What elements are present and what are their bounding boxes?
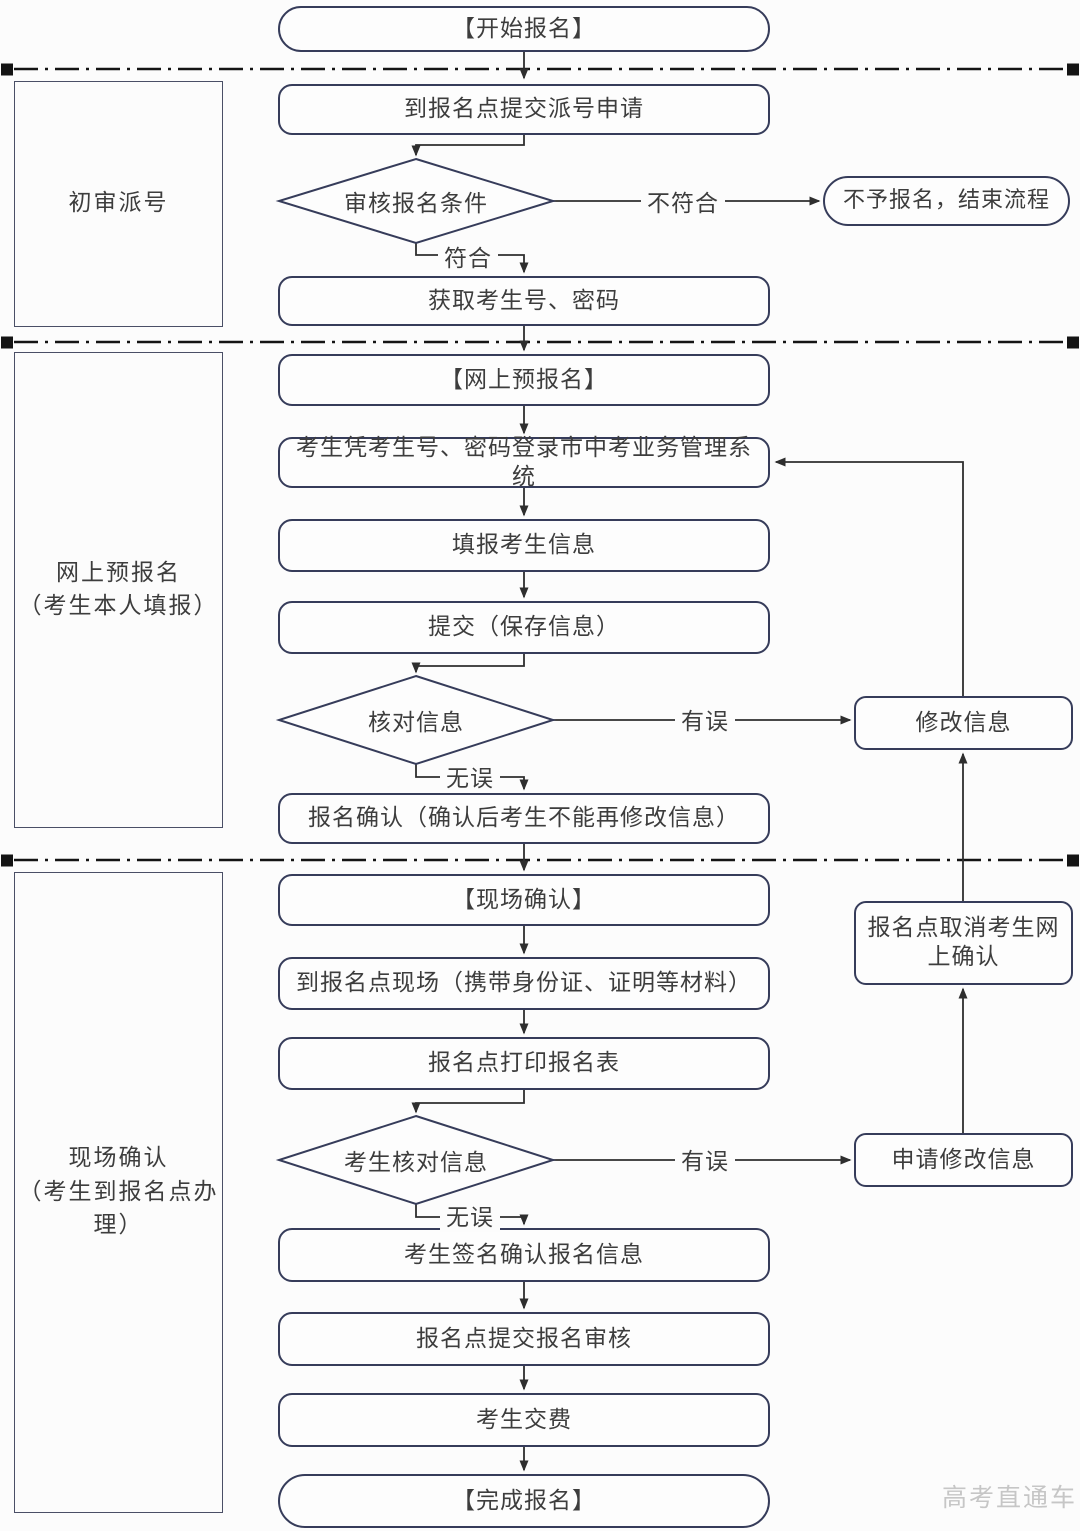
edge-print-to-studentcheck bbox=[411, 1090, 525, 1114]
edge-label-not-qualified: 不符合 bbox=[641, 184, 725, 218]
lane-initial-review: 初审派号 bbox=[14, 81, 223, 327]
lane-online-preregistration: 网上预报名 （考生本人填报） bbox=[14, 352, 223, 828]
diamond-check-info-label: 核对信息 bbox=[368, 710, 464, 736]
edge-label-qualified: 符合 bbox=[438, 239, 498, 273]
edge-submitsave-to-checkinfo bbox=[411, 654, 525, 674]
node-get-credentials: 获取考生号、密码 bbox=[278, 276, 770, 326]
lane-separator-1 bbox=[1, 63, 1079, 76]
node-start: 【开始报名】 bbox=[278, 6, 770, 52]
edge-label-no-error-online: 无误 bbox=[440, 759, 500, 793]
node-cancel-online: 报名点取消考生网上确认 bbox=[854, 901, 1073, 985]
node-online-pre-title: 【网上预报名】 bbox=[278, 354, 770, 406]
diamond-review-conditions bbox=[275, 157, 557, 245]
lane-onsite-confirmation: 现场确认 （考生到报名点办 理） bbox=[14, 872, 223, 1513]
lane-separator-2 bbox=[1, 336, 1079, 349]
node-no-register: 不予报名，结束流程 bbox=[823, 176, 1070, 226]
node-print-form: 报名点打印报名表 bbox=[278, 1037, 770, 1090]
edge-label-no-error-onsite: 无误 bbox=[440, 1198, 500, 1232]
diamond-check-info bbox=[275, 674, 557, 766]
edge-submit-to-review bbox=[411, 135, 525, 157]
node-onsite-arrive: 到报名点现场（携带身份证、证明等材料） bbox=[278, 957, 770, 1010]
node-fill-info: 填报考生信息 bbox=[278, 519, 770, 572]
node-apply-modify: 申请修改信息 bbox=[854, 1133, 1073, 1187]
lane-initial-review-label: 初审派号 bbox=[68, 190, 169, 217]
watermark-text: 高考直通车 bbox=[942, 1483, 1078, 1512]
lane-onsite-confirmation-label: 现场确认 （考生到报名点办 理） bbox=[18, 1145, 219, 1239]
node-submit-review: 报名点提交报名审核 bbox=[278, 1312, 770, 1366]
edge-label-has-error-online: 有误 bbox=[675, 702, 735, 736]
node-onsite-title: 【现场确认】 bbox=[278, 874, 770, 926]
node-finish: 【完成报名】 bbox=[278, 1474, 770, 1528]
lane-separator-3 bbox=[1, 854, 1079, 867]
edge-label-has-error-onsite: 有误 bbox=[675, 1142, 735, 1176]
node-login-system: 考生凭考生号、密码登录市中考业务管理系统 bbox=[278, 435, 770, 490]
diamond-review-conditions-label: 审核报名条件 bbox=[344, 191, 488, 217]
edge-modify-to-login bbox=[774, 457, 964, 696]
diamond-student-check-label: 考生核对信息 bbox=[344, 1150, 488, 1176]
lane-online-preregistration-label: 网上预报名 （考生本人填报） bbox=[18, 559, 219, 619]
diamond-student-check bbox=[275, 1114, 557, 1206]
node-modify-info: 修改信息 bbox=[854, 696, 1073, 750]
node-submit-request: 到报名点提交派号申请 bbox=[278, 84, 770, 135]
node-sign-confirm: 考生签名确认报名信息 bbox=[278, 1228, 770, 1282]
node-submit-save: 提交（保存信息） bbox=[278, 601, 770, 654]
node-pay-fee: 考生交费 bbox=[278, 1393, 770, 1447]
node-confirm-register: 报名确认（确认后考生不能再修改信息） bbox=[278, 793, 770, 844]
